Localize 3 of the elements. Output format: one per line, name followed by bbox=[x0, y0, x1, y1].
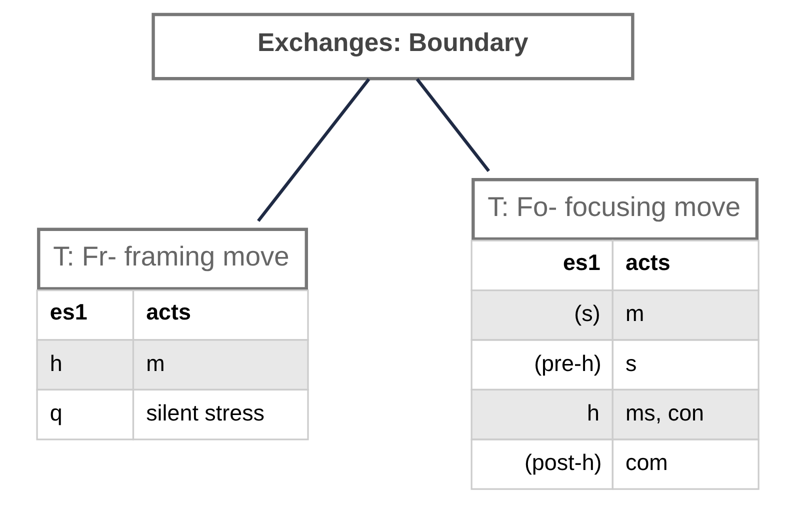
connector bbox=[256, 78, 370, 222]
connector bbox=[415, 78, 490, 172]
node-box: Exchanges: Boundary bbox=[151, 12, 634, 80]
